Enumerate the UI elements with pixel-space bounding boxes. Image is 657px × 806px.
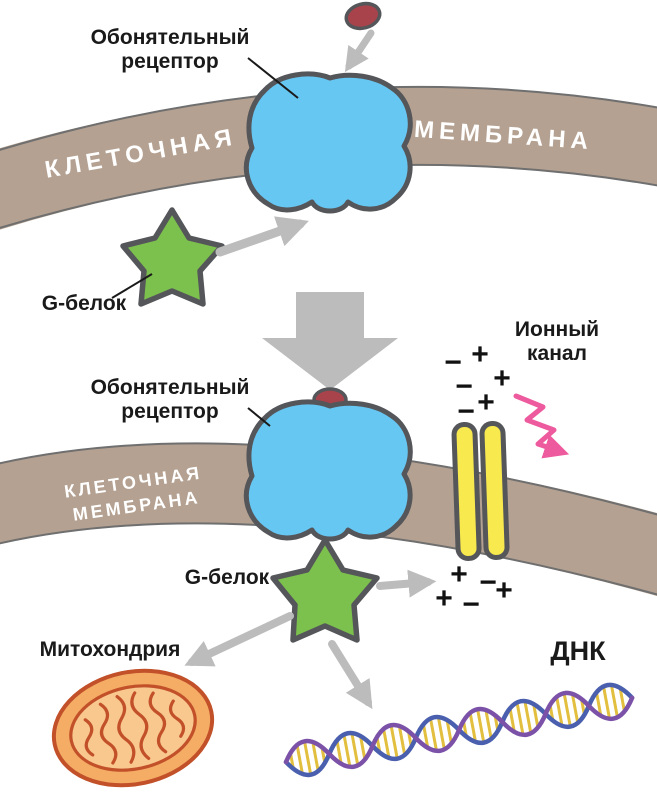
ion-channel-subunit-left [451,421,482,561]
arrow-to-ion-channel [376,569,437,598]
dna-rung [570,694,580,723]
dna-rung [515,702,525,735]
label-connector-line [247,57,299,99]
mitochondria-icon [51,668,215,788]
dna-rung [429,718,438,751]
g-protein-label: G-белок [42,292,127,315]
dna-rung [397,726,407,755]
dna-rung [618,688,626,711]
dna-rung [303,741,313,775]
dna-rung [389,724,399,759]
label-connector-line [111,273,153,299]
dna-rung [422,724,430,748]
dna-rung [484,710,493,739]
dna-rung [609,684,619,718]
transition-down-arrow [262,292,398,390]
odorant-arrow [344,29,375,73]
charges-below-channel: + − + − + [435,558,513,621]
receptor-label-line1: Обонятельный [91,376,250,399]
g-protein-shape [120,207,225,307]
charge-symbol: + [477,386,495,419]
dna-rung [508,708,516,732]
dna-rung [595,692,603,716]
arrow-to-mitochondria [184,612,294,667]
g-protein-label: G-белок [185,566,270,589]
dna-rung [476,708,486,743]
dna-rung [532,704,540,727]
dna-rung [295,745,304,774]
dna-rung [562,692,572,727]
dna-rung [602,686,611,719]
charge-symbol: + [450,558,468,591]
dna-rung [382,729,391,758]
dna-rung [445,720,453,743]
charges-above-channel: − + + − + − [444,338,511,428]
g-protein-to-receptor-arrow [215,216,309,257]
ion-channel-label-line1: Ионный [515,318,599,341]
dna-helix-icon [283,682,635,778]
label-connector-line [247,407,271,427]
charge-symbol: + [471,338,489,371]
receptor-label-line2: рецептор [121,400,218,423]
dna-rung [436,716,446,750]
dna-rung [342,734,352,768]
charge-symbol: + [495,574,513,607]
mitochondria-label: Митохондрия [40,638,181,661]
mitochondria-cristae [83,691,186,765]
charge-symbol: + [493,362,511,395]
g-protein-shape [270,537,380,643]
dna-strand [283,690,635,770]
charge-symbol: − [455,370,473,403]
nerve-impulse-zigzag-icon [513,393,570,459]
dna-rung [335,740,343,764]
dna-rung [523,700,533,734]
charge-symbol: + [435,582,453,615]
receptor-label-line2: рецептор [121,50,218,73]
arrow-to-dna [328,640,373,710]
dna-label: ДНК [550,636,606,666]
ion-channel-shape [451,421,510,561]
charge-symbol: − [444,346,462,379]
ion-channel-label-line2: канал [527,342,587,365]
olfactory-receptor-shape [246,402,410,539]
olfactory-receptor-shape [246,74,410,211]
odorant-molecule-icon [344,1,382,31]
ion-channel-subunit-right [479,421,510,560]
bottom-section: КЛЕТОЧНАЯ МЕМБРАНА Обонятельный рецептор… [0,318,657,788]
charge-symbol: − [462,588,480,621]
top-section: КЛЕТОЧНАЯ МЕМБРАНА Обонятельный рецептор… [0,1,657,315]
dna-rung [350,732,360,766]
dna-rung [359,736,367,759]
receptor-label-line1: Обонятельный [91,26,250,49]
charge-symbol: − [457,395,475,428]
dna-rung [468,713,477,742]
charge-symbol: − [479,566,497,599]
dna-rung [555,697,564,726]
dna-rung [311,742,320,771]
